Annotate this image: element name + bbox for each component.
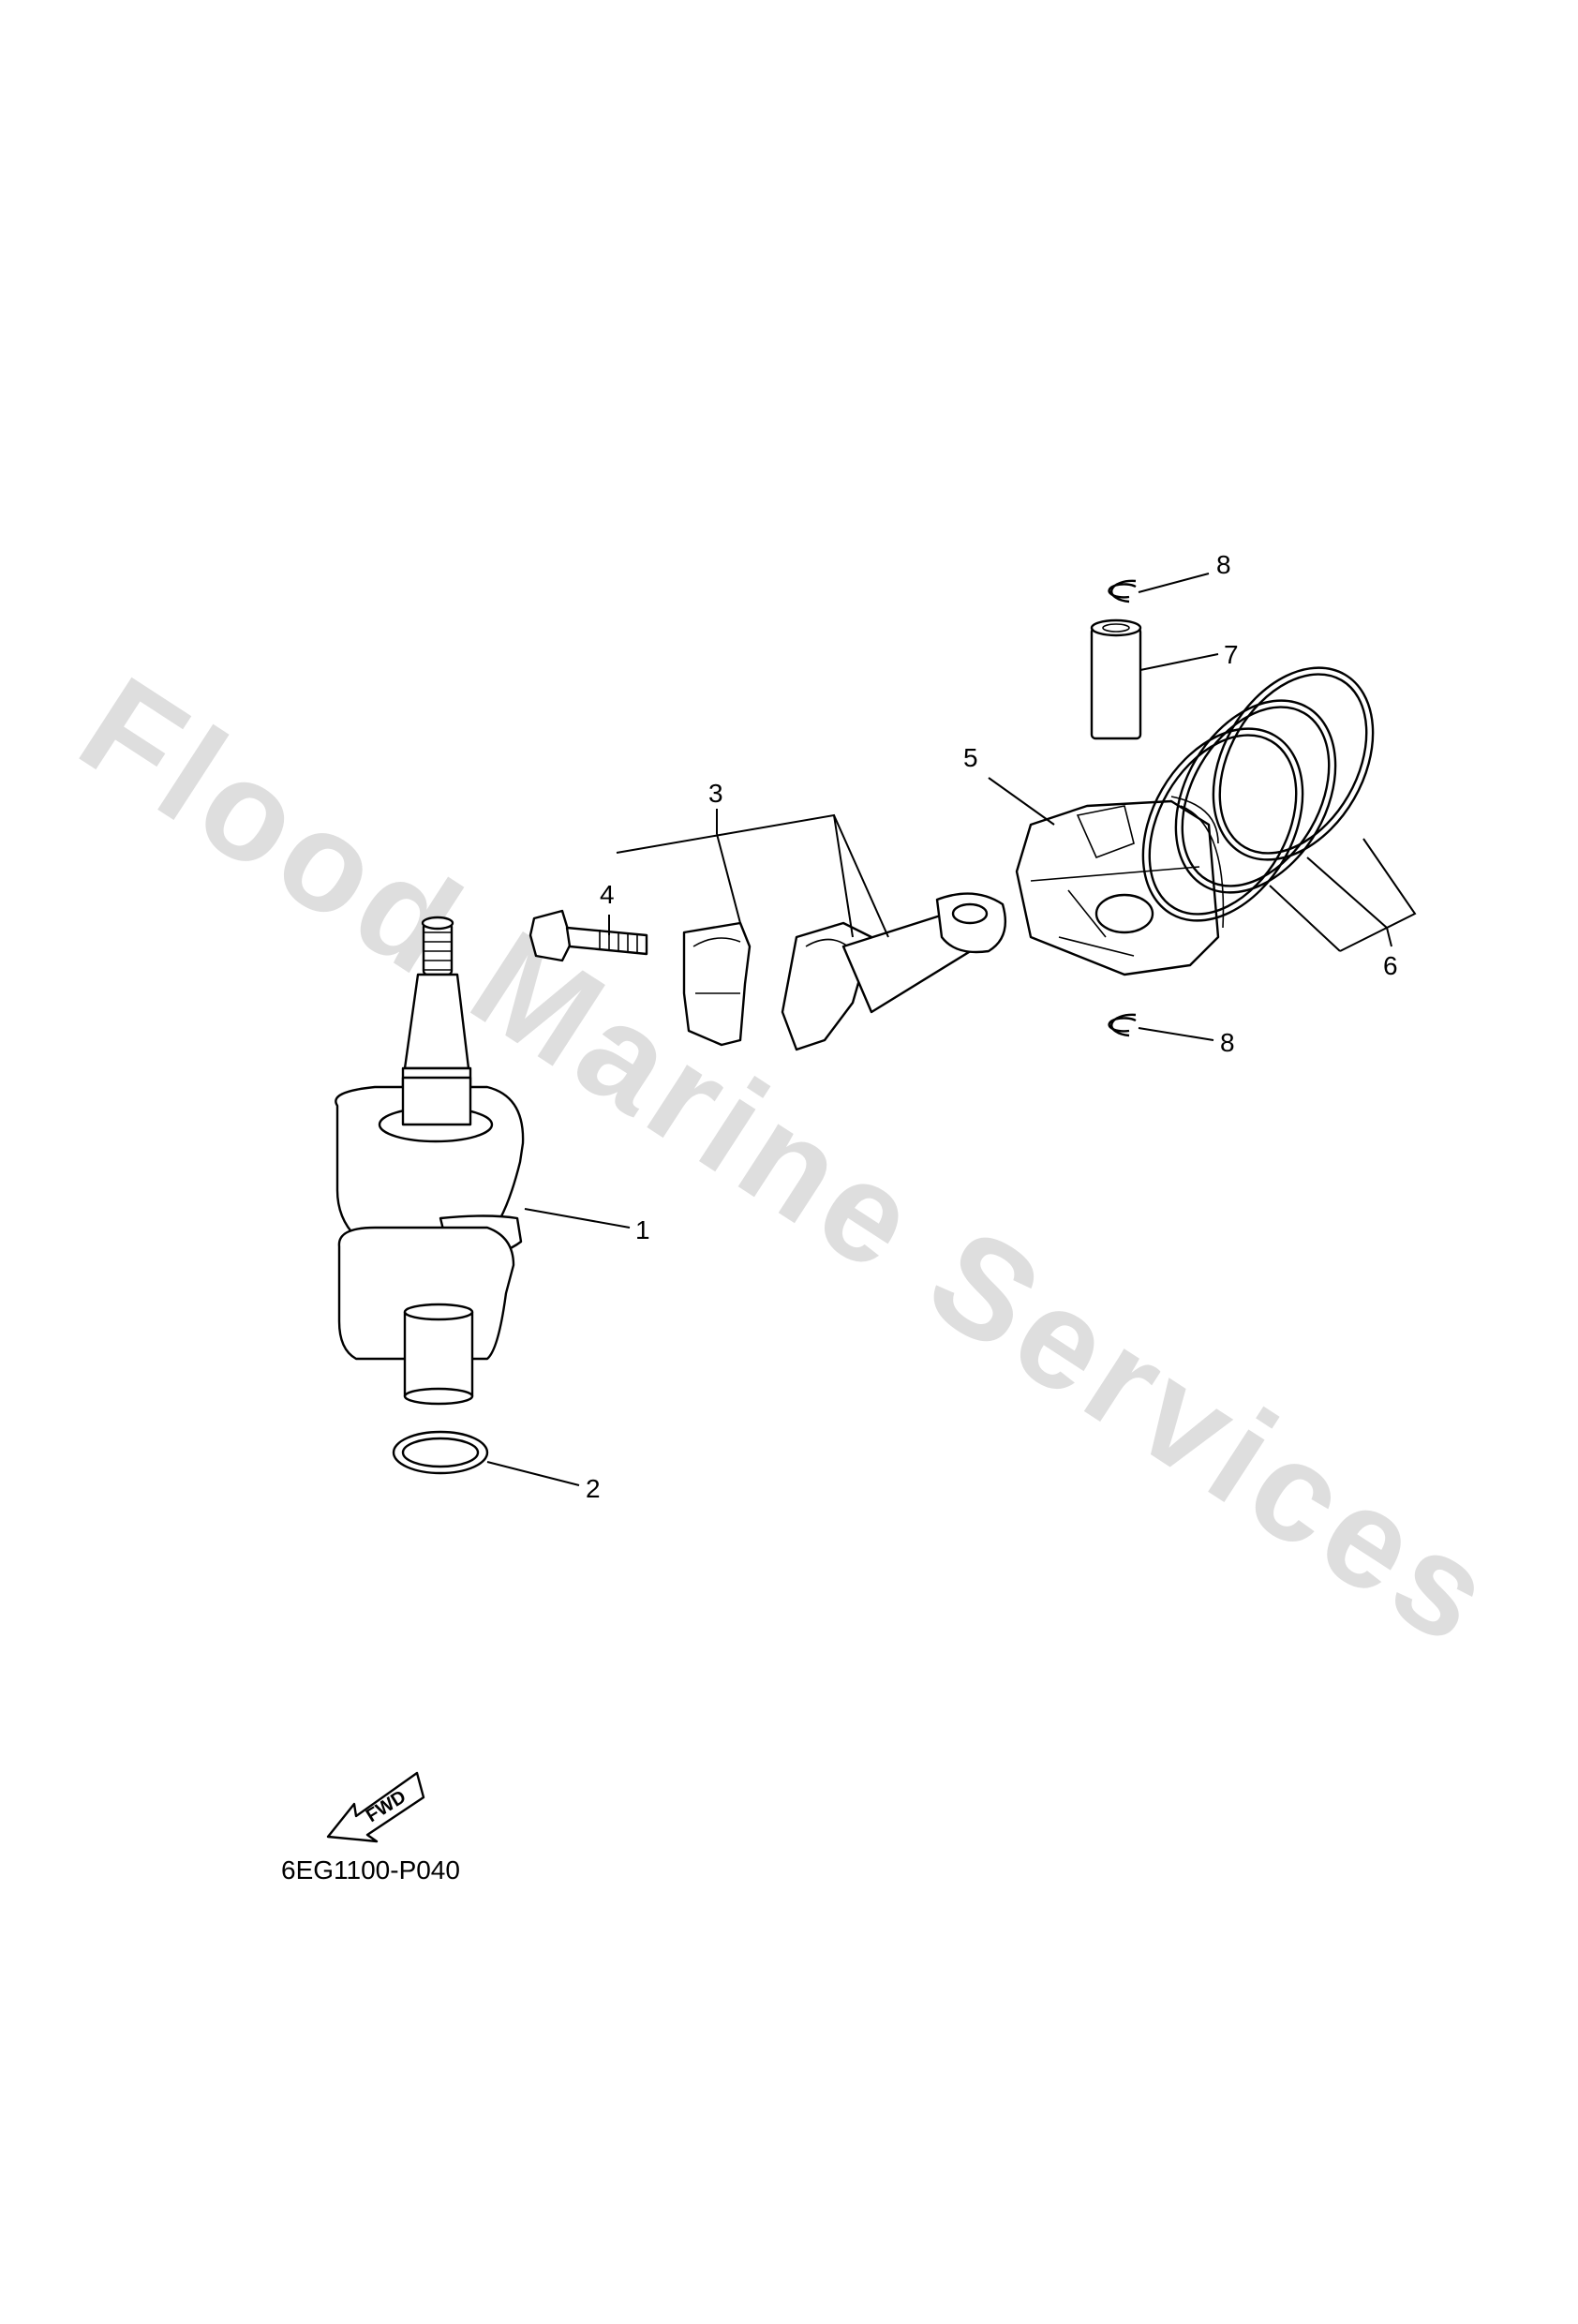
callout-7: 7 [1224,640,1239,669]
washer-icon [392,1430,489,1475]
piston-icon [1015,796,1225,976]
callout-4: 4 [600,880,615,909]
bolt-icon [528,909,648,962]
callout-5: 5 [963,743,978,772]
connecting-rod-icon [682,892,1007,1051]
circlip-top-icon [1108,579,1137,603]
callout-6: 6 [1383,951,1398,980]
piston-pin-icon [1090,618,1142,740]
diagram-code: 6EG1100-P040 [281,1855,460,1885]
callout-2: 2 [586,1474,601,1503]
crankshaft-icon [335,916,525,1406]
callout-1: 1 [635,1215,650,1244]
fwd-arrow-icon: FWD [326,1771,425,1843]
leader-lines [486,573,1417,1486]
callout-8-bottom: 8 [1220,1028,1235,1057]
piston-rings-icon [1141,666,1375,922]
callout-3: 3 [708,779,723,808]
callout-8-top: 8 [1216,550,1231,579]
circlip-bottom-icon [1108,1013,1137,1037]
